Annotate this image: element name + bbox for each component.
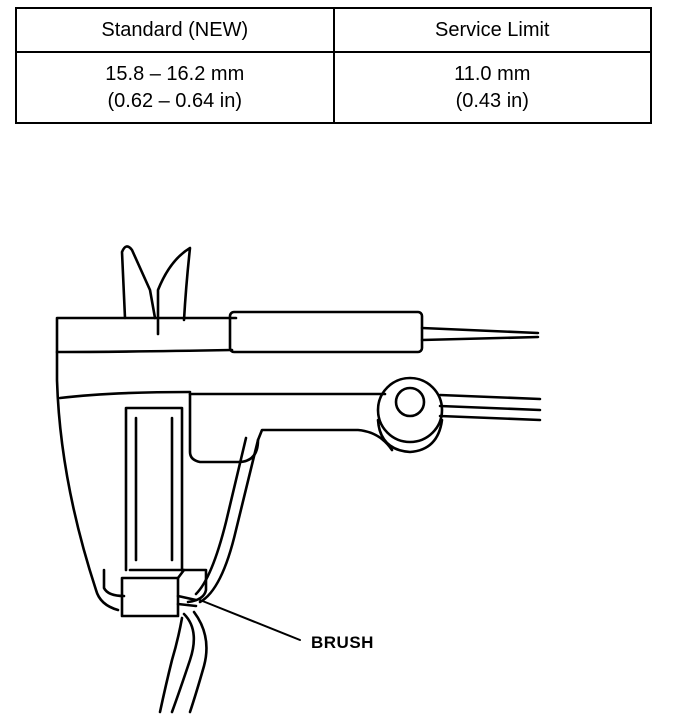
header-standard: Standard (NEW): [15, 7, 335, 53]
brush-block-top: [128, 568, 186, 580]
caliper-frame-inner-2: [58, 390, 192, 400]
upper-jaw-movable: [156, 246, 192, 336]
caliper-beam: [228, 310, 424, 354]
standard-value-cell: 15.8 – 16.2 mm (0.62 – 0.64 in): [15, 51, 335, 124]
standard-metric: 15.8 – 16.2 mm: [105, 62, 245, 85]
jaw-base-right: [180, 568, 208, 604]
caliper-frame: [55, 316, 238, 612]
header-service-limit: Service Limit: [332, 7, 652, 53]
brush-callout-label: BRUSH: [311, 633, 374, 652]
slider-arm: [188, 392, 394, 464]
slider-rail-3: [438, 414, 542, 422]
thumb-roller-base: [376, 418, 444, 454]
caliper-frame-inner: [55, 348, 234, 354]
callout-leader-line: [199, 599, 301, 641]
thumb-roller-outer: [376, 376, 444, 444]
lower-jaw-fixed-inner: [134, 416, 174, 562]
service-limit-value-cell: 11.0 mm (0.43 in): [332, 51, 652, 124]
lower-jaw-movable: [198, 438, 260, 604]
lower-jaw-movable-inner: [194, 436, 248, 596]
brush-lead-wire: [170, 612, 196, 714]
standard-imperial: (0.62 – 0.64 in): [107, 89, 243, 112]
brush-shunt: [176, 594, 198, 608]
service-limit-imperial: (0.43 in): [455, 89, 529, 112]
lower-jaw-fixed: [124, 406, 184, 572]
upper-jaw-fixed: [120, 245, 157, 320]
slider-rail-2: [438, 404, 542, 412]
brush-block: [120, 576, 180, 618]
table-row: 15.8 – 16.2 mm (0.62 – 0.64 in) 11.0 mm …: [15, 51, 652, 124]
slider-rail: [438, 393, 542, 401]
spec-table: Standard (NEW) Service Limit 15.8 – 16.2…: [15, 7, 652, 124]
brush-lead-wire-3: [158, 616, 184, 714]
service-limit-metric: 11.0 mm: [454, 62, 531, 85]
thumb-roller-inner: [394, 386, 426, 418]
depth-rod: [420, 326, 540, 335]
spec-table-header-row: Standard (NEW) Service Limit: [15, 7, 652, 53]
brush-lead-wire-2: [188, 610, 208, 714]
depth-rod-2: [420, 335, 540, 342]
